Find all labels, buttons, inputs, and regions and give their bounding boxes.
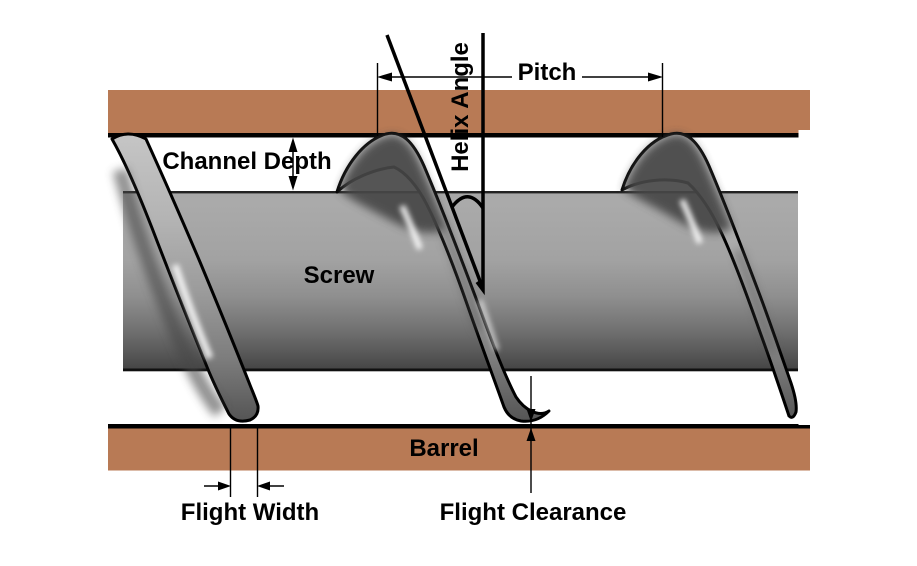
barrel-top-wall: [108, 90, 810, 138]
flight-width-extension-lines: [229, 424, 259, 497]
channel-depth-arrow-up: [288, 137, 298, 152]
channel-depth-dimension: [288, 137, 298, 191]
barrel-bottom-inner-surface-line: [108, 424, 810, 429]
helix-angle-arc: [450, 195, 485, 210]
screw-flight-middle: [335, 131, 551, 423]
pitch-arrow-left: [377, 72, 392, 82]
flight-clearance-dimension: [526, 376, 536, 493]
screw-flight-left: [110, 132, 260, 423]
flight-width-arrow-right: [257, 481, 270, 491]
barrel-bottom-wall: [108, 424, 810, 471]
label-flight-width: Flight Width: [180, 499, 320, 526]
screw-flight-right: [620, 131, 798, 419]
helix-vertical-line: [475, 33, 485, 296]
label-screw: Screw: [303, 262, 375, 289]
label-helix-angle: Helix Angle: [447, 42, 474, 172]
label-pitch: Pitch: [517, 59, 577, 86]
flight-width-dimension: [204, 424, 284, 497]
pitch-dimension: [376, 63, 664, 137]
label-barrel: Barrel: [409, 435, 479, 462]
label-flight-clearance: Flight Clearance: [439, 499, 627, 526]
pitch-arrow-right: [648, 72, 663, 82]
pitch-extension-lines: [376, 63, 664, 137]
screw-end-mask: [798, 130, 917, 425]
label-channel-depth: Channel Depth: [162, 148, 332, 175]
barrel-top-inner-surface-line: [108, 133, 810, 138]
flight-clearance-arrow-down: [526, 409, 536, 422]
channel-depth-arrow-down: [288, 176, 298, 191]
flight-width-arrow-left: [218, 481, 231, 491]
flight-clearance-arrow-up: [526, 428, 536, 441]
